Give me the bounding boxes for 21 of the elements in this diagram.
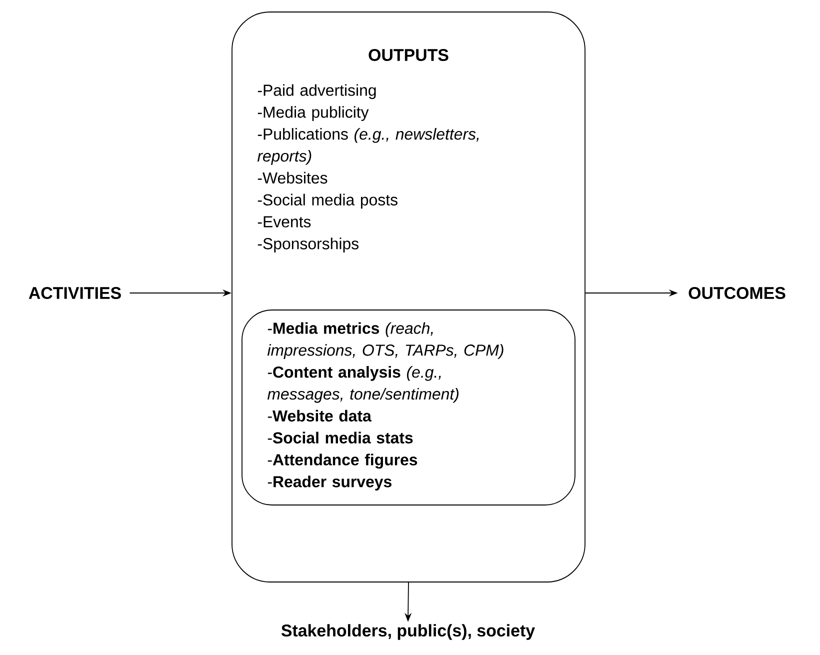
rounded-box [242, 310, 576, 506]
rounded-box [232, 12, 586, 582]
label-text: OUTCOMES [688, 287, 786, 299]
node-label: -Website data [268, 410, 372, 422]
node-label: -Media publicity [258, 106, 369, 121]
node-label: -Sponsorships [258, 238, 358, 252]
node-label: -Attendance figures [268, 454, 418, 469]
label-text: Stakeholders, public(s), society [281, 624, 535, 640]
label-text: ACTIVITIES [28, 287, 121, 299]
node-label: -Social media posts [258, 194, 398, 209]
heading: OUTPUTS [368, 49, 448, 61]
node-label: -Events [258, 216, 311, 228]
node-label: -Websites [258, 172, 328, 184]
node-label: -Reader surveys [268, 476, 392, 490]
bullet-list: -Paid advertising -Media publicity -Publications (e.g., newsletters, reports) -Websites -Social media posts -Events -Sponsorships [257, 84, 479, 252]
bullet-list: -Media metrics (reach, impressions, OTS, TARPs, CPM) -Content analysis (e.g., messages, tone/sentiment) -Website data -Social media stats -Attendance figures -Reader surveys [267, 322, 504, 490]
node-label: -Social media stats [268, 432, 413, 444]
node-label: -Publications (e.g., newsletters, reports) [257, 128, 479, 165]
node-label: -Media metrics (reach, impressions, OTS, TARPs, CPM) [267, 322, 504, 359]
node-label: -Content analysis (e.g., messages, tone/sentiment) [267, 366, 458, 403]
node-label: -Paid advertising [258, 84, 376, 100]
